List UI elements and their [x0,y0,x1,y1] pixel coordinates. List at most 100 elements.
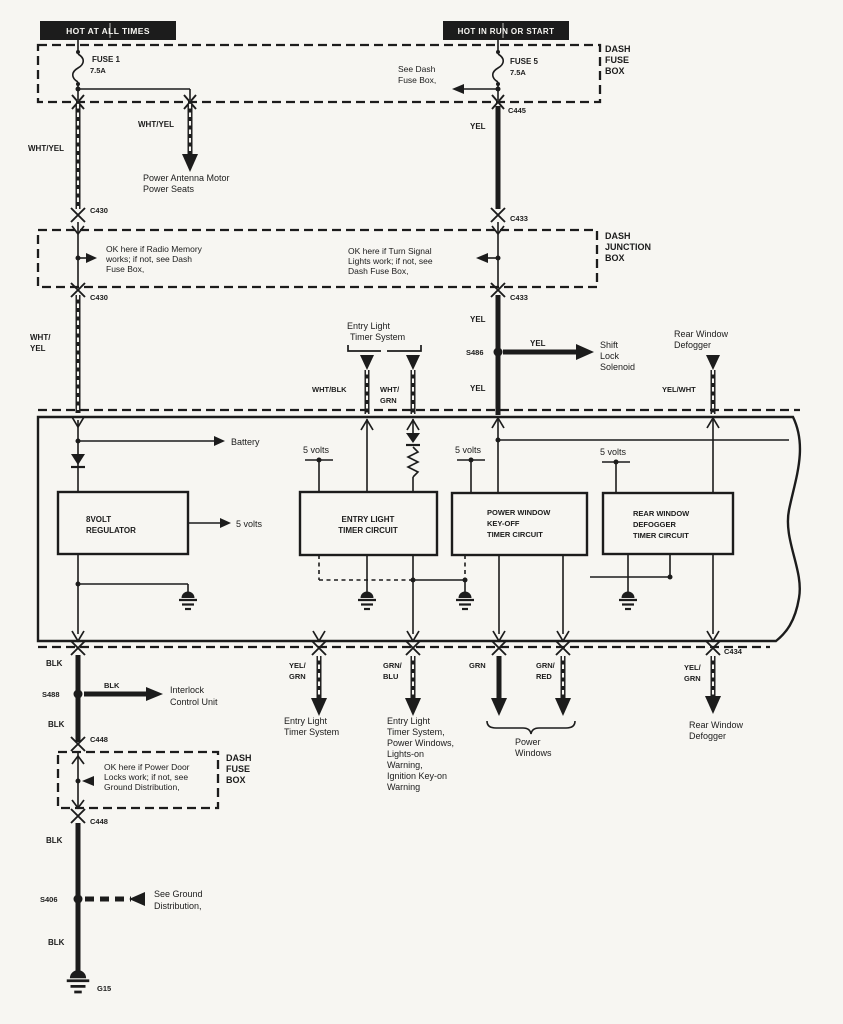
wire-label-grn-red-2: RED [536,672,552,681]
multi-dest-3: Power Windows, [387,738,454,748]
connector-c434-label: C434 [724,647,743,656]
exit-power-windows: GRN GRN/ RED Power Windows [469,656,576,758]
see-dash-note-1: See Dash [398,64,436,74]
multi-dest-4: Lights-on [387,749,424,759]
exit-yel-grn-entry: YEL/ GRN Entry Light Timer System [284,656,339,737]
shift-lock-arrow [576,344,594,360]
resistor [406,446,420,478]
door-note-3: Ground Distribution, [104,782,180,792]
wire-label-yel-grn-2: GRN [289,672,306,681]
hot-in-run-box [443,21,569,40]
pw-timer-label-3: TIMER CIRCUIT [487,530,543,539]
wire-label-wht-yel-left: WHT/YEL [28,144,64,153]
junction-box-label-2: JUNCTION [605,242,651,252]
wire-label-grn: GRN [469,661,486,670]
power-window-timer-box [450,491,589,557]
power-antenna-dest-2: Power Seats [143,184,195,194]
wire-label-wht-yel-branch: WHT/YEL [138,120,174,129]
wire-label-wht-yel-2l-2: YEL [30,344,46,353]
diode [71,454,85,465]
battery-test-point: Battery [231,437,260,447]
interlock-arrow [146,687,163,701]
defogger-timer-circuit: 5 volts REAR WINDOW DEFOGGER TIMER CIRCU… [590,416,735,634]
connector-c430-top-label: C430 [90,206,108,215]
left-feed-wht-yel: WHT/YEL WHT/YEL Power Antenna Motor Powe… [28,104,230,223]
rear-defogger-input: Rear Window Defogger YEL/WHT [662,329,729,414]
bottom-fuse-box-label-2: FUSE [226,764,250,774]
wire-label-yel-top: YEL [470,122,486,131]
wire-label-blk-2: BLK [48,720,65,729]
entry-light-system-input: Entry Light Timer System WHT/BLK WHT/ GR… [312,321,422,414]
top-dash-fuse-box: DASH FUSE BOX FUSE 1 7.5A FUSE 5 [36,40,631,115]
radio-note-3: Fuse Box, [106,264,144,274]
radio-note-1: OK here if Radio Memory [106,244,203,254]
connector-c448-bottom [70,808,86,824]
wire-label-yel-mid2: YEL [470,384,486,393]
bottom-dash-fuse-box: DASH FUSE BOX OK here if Power Door Lock… [56,750,252,810]
turn-note-arrow [476,253,488,263]
pw-timer-label-2: KEY-OFF [487,519,520,528]
bottom-fuse-box-label-1: DASH [226,753,252,763]
entry-timer-circuit: 5 volts ENTRY LIGHT TIMER CIRCUIT [298,418,476,634]
wire-label-wht-grn-1: WHT/ [380,385,400,394]
fuse5-rating: 7.5A [510,68,526,77]
connector-c448-top-label: C448 [90,735,108,744]
ground-symbol [617,590,639,611]
turn-note-2: Lights work; if not, see [348,256,433,266]
wire-label-wht-yel-2l-1: WHT/ [30,333,51,342]
splice-s488-label: S488 [42,690,60,699]
radio-note-arrow [86,253,97,263]
power-antenna-dest-1: Power Antenna Motor [143,173,230,183]
defogger-dest-1: Rear Window [689,720,744,730]
entry-system-dest-1: Entry Light [284,716,328,726]
fuse1-name: FUSE 1 [92,55,121,64]
interlock-dest-2: Control Unit [170,697,218,707]
power-windows-dest-1: Power [515,737,541,747]
turn-note-3: Dash Fuse Box, [348,266,408,276]
connector-c448-top [70,736,86,752]
wire-label-yel-mid1: YEL [470,315,486,324]
wire-label-yel-grn-rwd-2: GRN [684,674,701,683]
entry-5v: 5 volts [303,445,330,455]
connector-c433-top-label: C433 [510,214,528,223]
connector-c434 [705,640,721,656]
splice-s488 [73,689,83,699]
diode [406,433,420,443]
entry-system-top-2: Timer System [350,332,405,342]
defogger-dest-2: Defogger [689,731,726,741]
connector-c430-bottom [70,282,86,298]
entry-system-dest-2: Timer System [284,727,339,737]
ground-symbol [454,590,476,611]
module-bottom-connectors: C434 [70,630,743,656]
see-ground-dest-2: Distribution, [154,901,202,911]
wire-label-blk-1: BLK [46,659,63,668]
dash-fuse-box-label-1: DASH [605,44,631,54]
interlock-dest-1: Interlock [170,685,205,695]
defogger-top-1: Rear Window [674,329,729,339]
connector-c433-top [490,207,506,223]
ground-g15-label: G15 [97,984,111,993]
entry-system-top-1: Entry Light [347,321,391,331]
wire-label-blk-arrow: BLK [104,681,120,690]
wire-label-yel-wht: YEL/WHT [662,385,696,394]
mid-section-wires: WHT/ YEL YEL S486 YEL Shift Lock Solenoi… [30,295,635,415]
connector-c433-bottom-label: C433 [510,293,528,302]
defogger-top-2: Defogger [674,340,711,350]
door-note-arrow [82,776,94,786]
radio-note-2: works; if not, see Dash [105,254,192,264]
wire-label-yel-grn-rwd-1: YEL/ [684,663,702,672]
splice-s406-label: S406 [40,895,58,904]
control-module-box: Battery 8VOLT REGULATOR 5 volts 5 volts … [36,408,802,656]
dash-fuse-box-label-2: FUSE [605,55,629,65]
bottom-fuse-box-label-3: BOX [226,775,246,785]
wire-label-yel-arrow: YEL [530,339,546,348]
multi-dest-5: Warning, [387,760,423,770]
door-note-1: OK here if Power Door [104,762,190,772]
hot-in-run-label: HOT IN RUN OR START [458,27,555,36]
shift-lock-dest-2: Lock [600,351,620,361]
dash-fuse-box-label-3: BOX [605,66,625,76]
junction-box-label-3: BOX [605,253,625,263]
wire-label-wht-blk: WHT/BLK [312,385,347,394]
hot-at-all-times-label: HOT AT ALL TIMES [66,26,150,36]
power-antenna-arrow [182,154,198,172]
